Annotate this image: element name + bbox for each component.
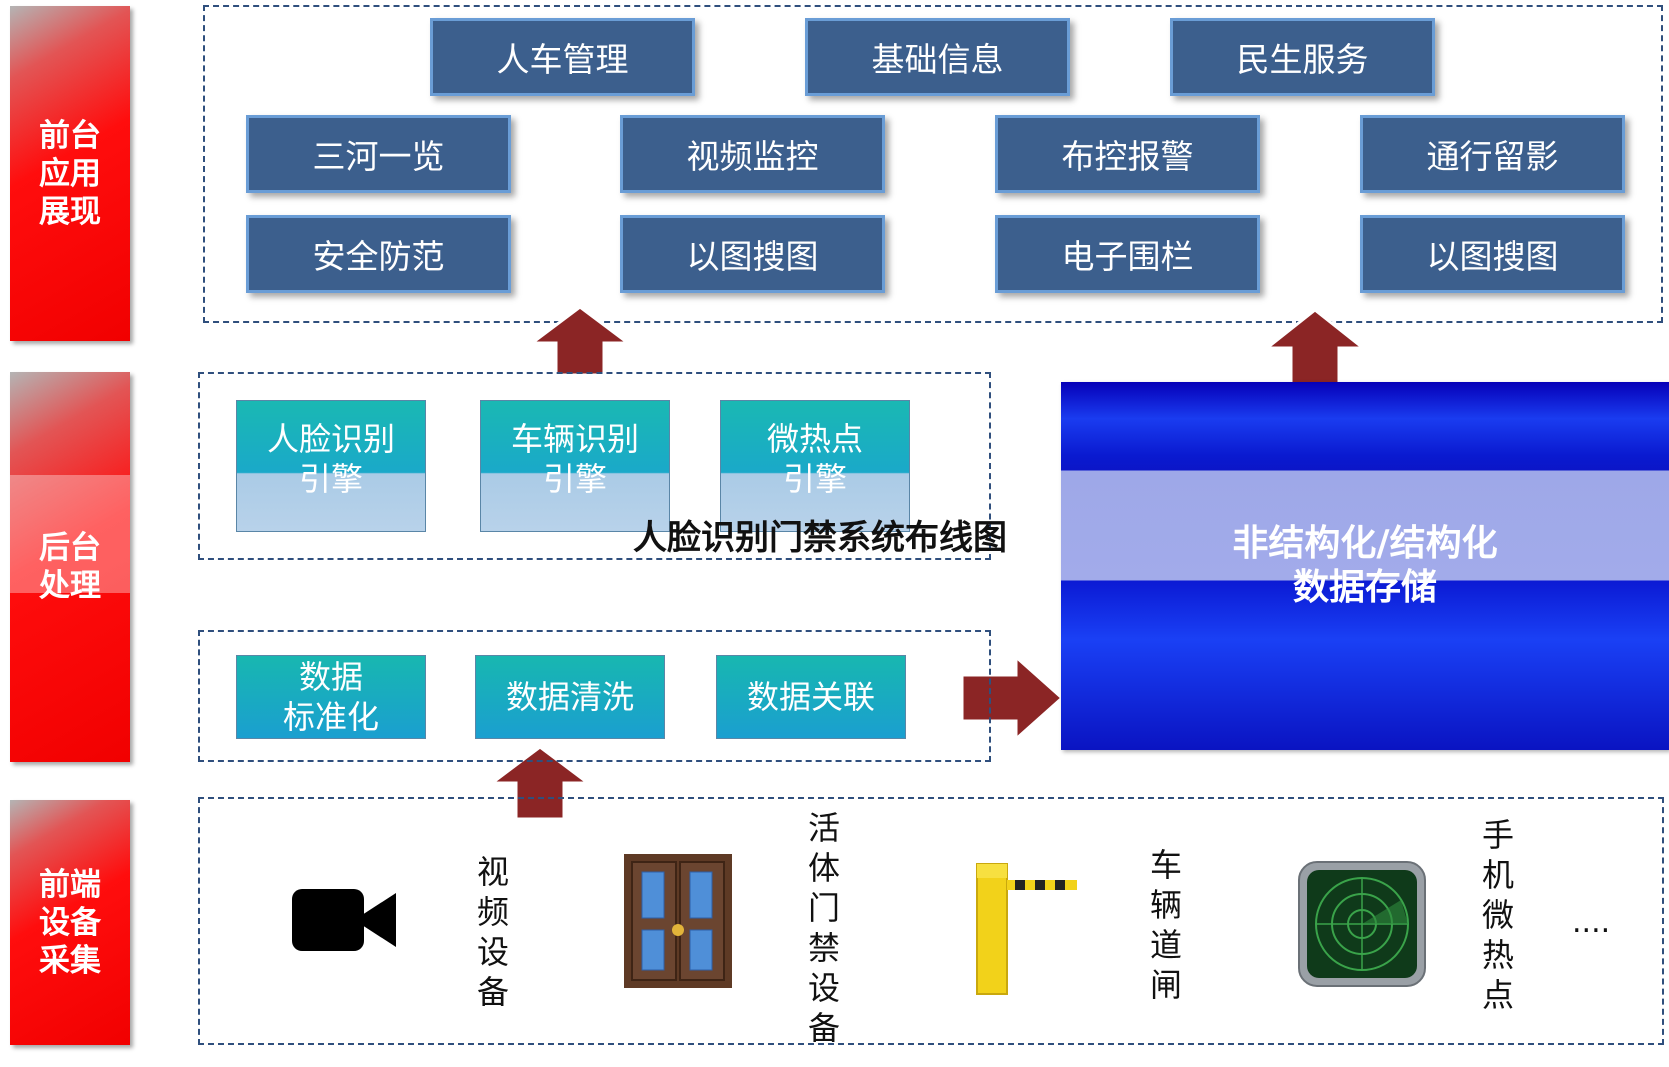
processing-group [198, 630, 991, 762]
data-storage-block[interactable]: 非结构化/结构化 数据存储 [1061, 382, 1669, 750]
device-label-char: 点 [1481, 976, 1514, 1014]
engine-group [198, 372, 991, 560]
engine-label: 引擎 [782, 460, 847, 498]
layer-label-line: 处理 [39, 568, 101, 604]
storage-label-line: 非结构化/结构化 [1232, 523, 1498, 564]
layer-front-app: 前台 应用 展现 [10, 6, 130, 341]
engine-box[interactable]: 人脸识别 引擎 [236, 400, 426, 532]
device-label-char: 设 [807, 969, 840, 1007]
processing-box[interactable]: 数据关联 [716, 655, 906, 739]
app-button[interactable]: 以图搜图 [620, 215, 885, 293]
device-label-char: 辆 [1149, 886, 1182, 924]
app-button[interactable]: 人车管理 [430, 18, 695, 96]
engine-label: 车辆识别 [510, 420, 639, 458]
layer-label-line: 采集 [39, 942, 101, 979]
device-label-char: 禁 [807, 929, 840, 967]
app-button[interactable]: 通行留影 [1360, 115, 1625, 193]
app-label: 安全防范 [312, 237, 445, 276]
processing-box[interactable]: 数据清洗 [475, 655, 665, 739]
device-label-char: 备 [807, 1009, 840, 1047]
device-label-char: 闸 [1149, 966, 1182, 1004]
layer-label-line: 展现 [39, 193, 101, 230]
device-label-char: 备 [476, 973, 509, 1011]
app-label: 电子围栏 [1061, 237, 1194, 276]
device-label-char: 频 [476, 893, 509, 931]
arrow-up-icon [530, 305, 630, 377]
engine-label: 微热点 [766, 420, 863, 458]
app-button[interactable]: 民生服务 [1170, 18, 1435, 96]
device-group [198, 797, 1664, 1045]
device-label-char: 设 [476, 933, 509, 971]
processing-box[interactable]: 数据 标准化 [236, 655, 426, 739]
storage-label-line: 数据存储 [1292, 567, 1437, 608]
layer-backend: 后台 处理 [10, 372, 130, 762]
app-label: 以图搜图 [1426, 237, 1559, 276]
device-label-door: 活 体 门 禁 设 备 [804, 808, 844, 1048]
app-label: 基础信息 [871, 40, 1004, 79]
app-button[interactable]: 以图搜图 [1360, 215, 1625, 293]
processing-label: 数据 [298, 658, 363, 696]
app-button[interactable]: 布控报警 [995, 115, 1260, 193]
layer-label-line: 后台 [39, 530, 101, 566]
device-label-wifi: 手 机 微 热 点 [1478, 815, 1518, 1015]
layer-front-device: 前端 设备 采集 [10, 800, 130, 1045]
arrow-up-icon [490, 745, 590, 821]
app-label: 通行留影 [1426, 137, 1559, 176]
processing-label: 数据清洗 [505, 678, 634, 716]
app-group [203, 5, 1663, 323]
device-label-char: 体 [807, 849, 840, 887]
app-label: 三河一览 [312, 137, 445, 176]
arrow-up-icon [1265, 308, 1365, 388]
device-label-char: 活 [807, 809, 840, 847]
layer-label-line: 前台 [39, 117, 101, 154]
layer-label-line: 设备 [39, 904, 101, 941]
engine-label: 引擎 [298, 460, 363, 498]
device-label-video: 视 频 设 备 [473, 852, 513, 1012]
engine-box[interactable]: 车辆识别 引擎 [480, 400, 670, 532]
door-icon [624, 854, 732, 988]
more-devices-ellipsis: .... [1572, 905, 1611, 940]
device-label-gate: 车 辆 道 闸 [1146, 845, 1186, 1005]
app-label: 布控报警 [1061, 137, 1194, 176]
app-label: 以图搜图 [686, 237, 819, 276]
layer-backend-highlight [10, 475, 130, 593]
device-label-char: 门 [807, 889, 840, 927]
barrier-gate-icon [976, 863, 1077, 995]
app-button[interactable]: 三河一览 [246, 115, 511, 193]
layer-label-line: 应用 [39, 155, 101, 192]
engine-label: 引擎 [542, 460, 607, 498]
engine-label: 人脸识别 [266, 420, 395, 458]
app-label: 视频监控 [686, 137, 819, 176]
app-button[interactable]: 基础信息 [805, 18, 1070, 96]
app-button[interactable]: 电子围栏 [995, 215, 1260, 293]
processing-label: 数据关联 [746, 678, 875, 716]
layer-label-line: 前端 [39, 866, 101, 903]
device-label-char: 道 [1149, 926, 1182, 964]
storage-label: 非结构化/结构化 数据存储 [1061, 522, 1669, 610]
app-label: 人车管理 [496, 40, 629, 79]
overlay-title: 人脸识别门禁系统布线图 [633, 518, 1007, 558]
device-label-char: 机 [1481, 856, 1514, 894]
device-label-char: 热 [1481, 936, 1514, 974]
radar-icon [1298, 861, 1426, 987]
app-button[interactable]: 视频监控 [620, 115, 885, 193]
engine-box[interactable]: 微热点 引擎 [720, 400, 910, 532]
device-label-char: 手 [1481, 816, 1514, 854]
device-label-char: 视 [476, 853, 509, 891]
processing-label: 标准化 [282, 698, 379, 736]
device-label-char: 车 [1149, 846, 1182, 884]
app-label: 民生服务 [1236, 40, 1369, 79]
device-label-char: 微 [1481, 896, 1514, 934]
video-camera-icon [292, 889, 396, 951]
app-button[interactable]: 安全防范 [246, 215, 511, 293]
arrow-right-icon [960, 655, 1064, 741]
